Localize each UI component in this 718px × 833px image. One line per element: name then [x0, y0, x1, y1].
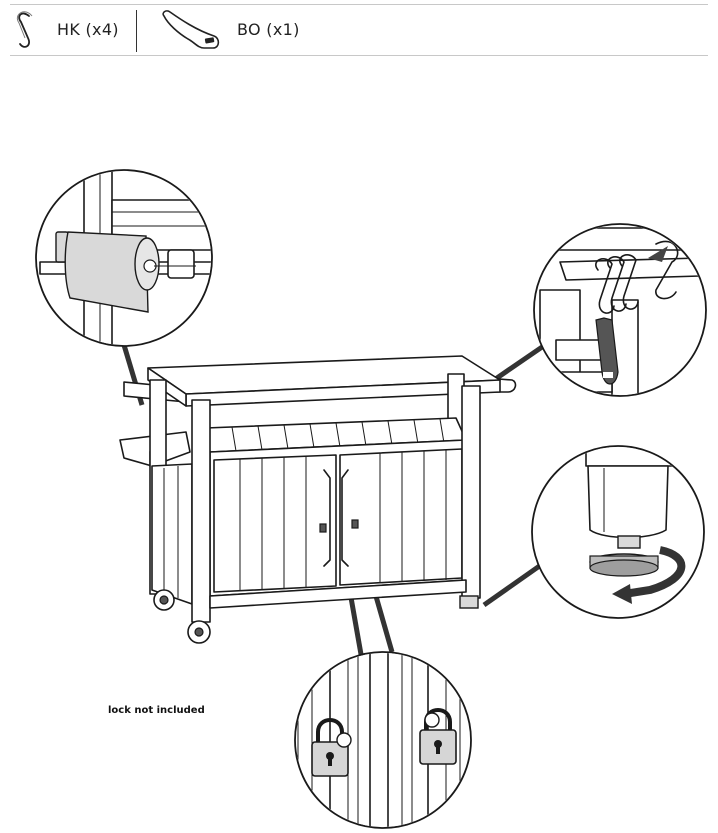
shelf-slats	[231, 418, 445, 452]
padlocks-detail	[294, 651, 472, 829]
bottle-opener-icon	[162, 10, 220, 49]
legend-top-rule	[10, 4, 708, 5]
padlock-left	[311, 718, 352, 777]
left-door	[213, 454, 337, 593]
bottom-rail	[209, 579, 467, 609]
s-hooks	[595, 240, 679, 314]
cart-top-side	[147, 367, 187, 407]
hooks-and-opener-detail	[533, 223, 707, 397]
legend-divider	[136, 10, 137, 52]
right-door	[339, 448, 463, 586]
insert-arrow	[648, 246, 668, 262]
door-panels	[239, 450, 447, 590]
foot-callout-line	[482, 557, 550, 608]
legend-bottom-rule	[10, 55, 708, 56]
padlock-right	[419, 708, 457, 765]
hk-part-label: HK (x4)	[57, 20, 119, 39]
leveling-foot	[459, 595, 479, 609]
front-left-post	[191, 399, 211, 623]
paper-towel-holder-detail	[35, 169, 213, 347]
cabinet-side	[151, 463, 193, 605]
lock-not-included-note: lock not included	[108, 705, 205, 716]
right-door-handle	[341, 469, 349, 567]
bo-part-label: BO (x1)	[237, 20, 300, 39]
outdoor-cart	[119, 355, 517, 644]
s-hook-icon	[17, 11, 33, 48]
rotate-arrow-icon	[623, 546, 686, 598]
hooks-callout-line	[492, 342, 547, 383]
rear-wheel	[153, 589, 175, 611]
left-door-handle	[323, 469, 331, 567]
bottle-opener	[595, 317, 619, 385]
leveling-foot-detail	[531, 445, 705, 619]
front-wheel	[187, 620, 211, 644]
lock-hasp-right	[351, 519, 359, 529]
lock-hasp-left	[319, 523, 327, 533]
paper-towel-roll	[64, 231, 149, 313]
parts-legend: HK (x4) BO (x1)	[10, 4, 708, 56]
front-right-post	[461, 385, 481, 599]
